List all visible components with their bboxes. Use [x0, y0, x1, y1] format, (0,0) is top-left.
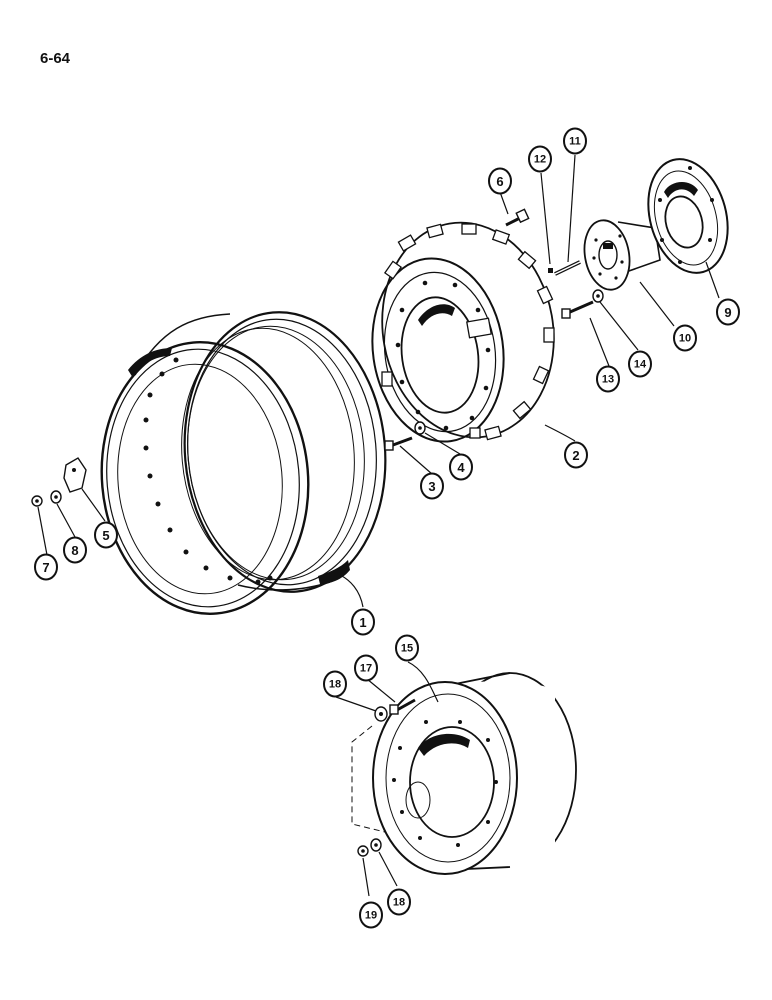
callout-number: 18 [329, 679, 341, 691]
fasteners [31, 208, 604, 857]
callout-1: 1 [351, 608, 375, 636]
callout-circle [528, 145, 552, 173]
callout-number: 13 [602, 374, 614, 386]
callout-15: 15 [395, 634, 419, 662]
callout-2: 2 [564, 441, 588, 469]
callout-circle [488, 167, 512, 195]
callout-number: 12 [534, 154, 546, 166]
callout-5: 5 [94, 521, 118, 549]
callout-circle [323, 670, 347, 698]
callout-12: 12 [528, 145, 552, 173]
callout-circle [449, 453, 473, 481]
callout-number: 1 [359, 615, 366, 630]
callout-19: 19 [359, 901, 383, 929]
callout-number: 3 [428, 479, 435, 494]
callout-8: 8 [63, 536, 87, 564]
callout-number: 15 [401, 643, 413, 655]
callout-7: 7 [34, 553, 58, 581]
callout-circle [716, 298, 740, 326]
callout-3: 3 [420, 472, 444, 500]
callout-number: 18 [393, 897, 405, 909]
callout-number: 5 [102, 528, 109, 543]
callout-number: 9 [724, 305, 731, 320]
callout-6: 6 [488, 167, 512, 195]
callout-circle [351, 608, 375, 636]
wheel-weight [351, 672, 577, 875]
callout-11: 11 [563, 127, 587, 155]
callout-circle [387, 888, 411, 916]
callout-4: 4 [449, 453, 473, 481]
page-number: 6-64 [40, 50, 71, 67]
callout-number: 14 [634, 359, 647, 371]
callout-circle [94, 521, 118, 549]
callout-circle [359, 901, 383, 929]
callout-number: 8 [71, 543, 78, 558]
callout-number: 10 [679, 333, 691, 345]
callout-9: 9 [716, 298, 740, 326]
callout-18: 18 [387, 888, 411, 916]
callout-circle [420, 472, 444, 500]
callout-14: 14 [628, 350, 652, 378]
axle-flange [647, 158, 729, 274]
callout-10: 10 [673, 324, 697, 352]
callout-circle [63, 536, 87, 564]
callout-number: 19 [365, 910, 377, 922]
callout-number: 2 [572, 448, 579, 463]
wheel-rim [100, 311, 387, 615]
callout-number: 6 [496, 174, 503, 189]
callout-13: 13 [596, 365, 620, 393]
leader-lines [37, 154, 720, 897]
callout-circle [563, 127, 587, 155]
callout-circle [395, 634, 419, 662]
callout-circle [34, 553, 58, 581]
callout-circle [564, 441, 588, 469]
callout-circle [354, 654, 378, 682]
callout-number: 4 [457, 460, 465, 475]
callout-number: 11 [569, 136, 581, 148]
callout-17: 17 [354, 654, 378, 682]
callout-circle [628, 350, 652, 378]
wheel-disc [371, 221, 555, 443]
callout-circle [673, 324, 697, 352]
callout-number: 17 [360, 663, 372, 675]
callout-18: 18 [323, 670, 347, 698]
hub [583, 219, 661, 291]
callout-number: 7 [42, 560, 49, 575]
callout-circle [596, 365, 620, 393]
